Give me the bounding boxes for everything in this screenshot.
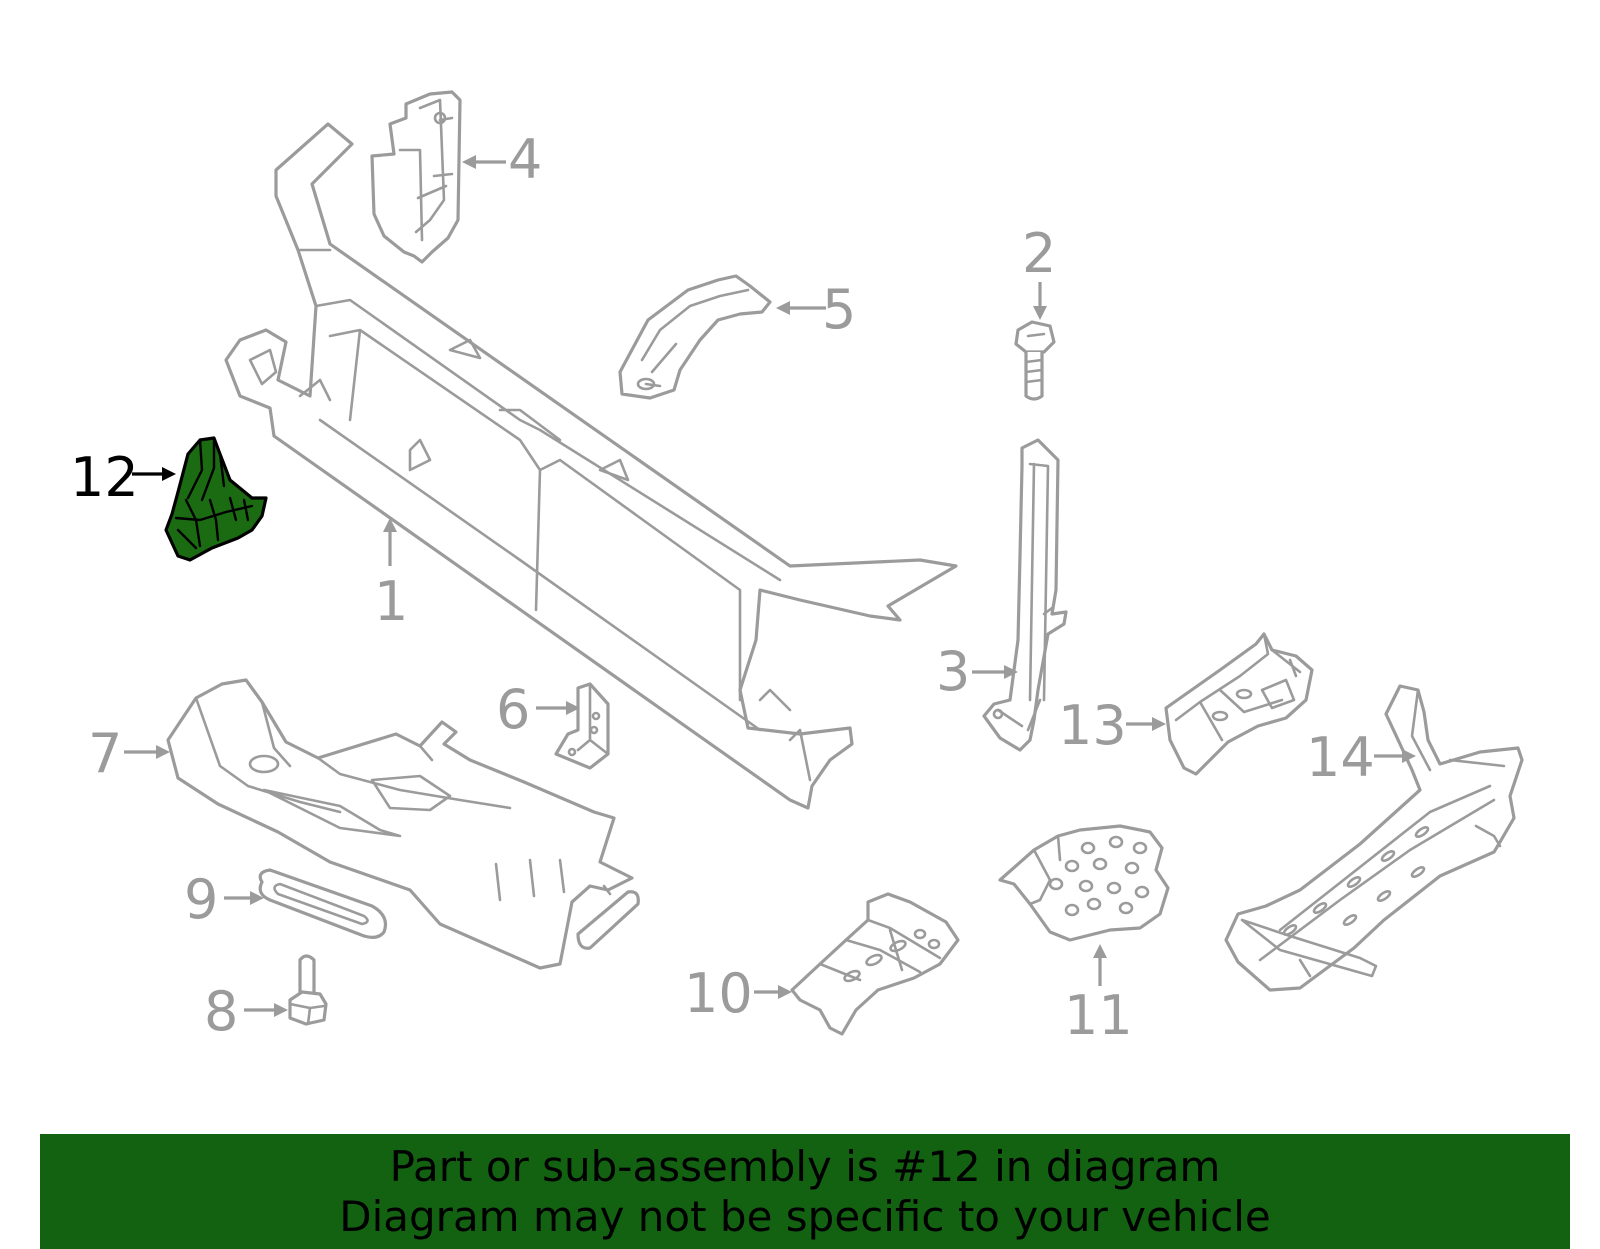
- part-13-bracket[interactable]: [1164, 632, 1314, 776]
- callout-6: 6: [496, 678, 530, 741]
- part-9-grommet[interactable]: [258, 868, 388, 939]
- part-2-bolt[interactable]: [1014, 320, 1056, 401]
- part-11-plate[interactable]: [998, 824, 1170, 942]
- callout-12: 12: [70, 446, 139, 509]
- callout-4: 4: [508, 128, 542, 191]
- banner-line-part: Part or sub-assembly is #12 in diagram: [389, 1142, 1221, 1191]
- callout-11: 11: [1064, 984, 1133, 1047]
- part-3-vertical-member[interactable]: [982, 438, 1068, 752]
- part-10-bracket[interactable]: [790, 892, 960, 1036]
- part-8-bolt[interactable]: [288, 954, 328, 1026]
- info-banner: Part or sub-assembly is #12 in diagram D…: [40, 1134, 1570, 1249]
- callout-2: 2: [1022, 222, 1056, 285]
- part-7-splash-shield[interactable]: [166, 678, 640, 970]
- callout-8: 8: [204, 980, 238, 1043]
- callout-10: 10: [684, 962, 753, 1025]
- leader-arrows: [124, 155, 1416, 1017]
- part-4-bracket[interactable]: [370, 90, 462, 264]
- part-14-rail[interactable]: [1224, 684, 1524, 992]
- callout-3: 3: [936, 640, 970, 703]
- callout-labels: 1 2 3 4 5 6 7 8 9 10 11 12 13 14: [70, 128, 1375, 1047]
- banner-line-disclaimer: Diagram may not be specific to your vehi…: [339, 1192, 1271, 1241]
- part-6-bracket[interactable]: [554, 682, 610, 770]
- callout-14: 14: [1306, 726, 1375, 789]
- callout-1: 1: [374, 570, 408, 633]
- part-12-highlighted[interactable]: [164, 436, 268, 562]
- callout-9: 9: [184, 868, 218, 931]
- callout-5: 5: [822, 278, 856, 341]
- callout-7: 7: [88, 722, 122, 785]
- callout-13: 13: [1058, 694, 1127, 757]
- part-1-radiator-support[interactable]: [224, 122, 958, 810]
- part-5-bracket[interactable]: [618, 274, 772, 400]
